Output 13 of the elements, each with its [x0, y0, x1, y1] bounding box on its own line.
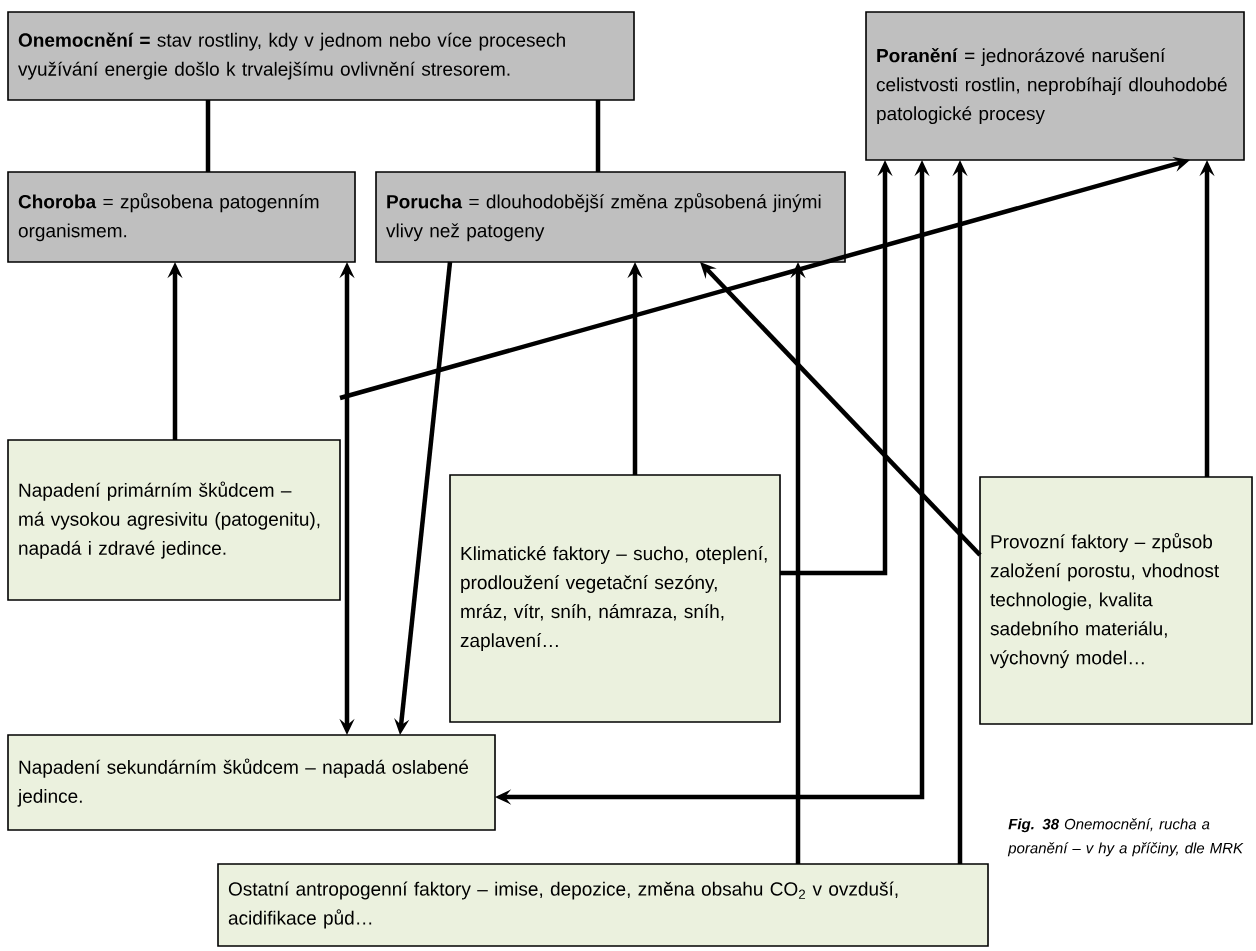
factor-box: Napadení primárním škůdcem – má vysokou agresivitu (patogenitu), napadá i zdravé jedince.	[7, 439, 341, 601]
factor-box: Napadení sekundárním škůdcem – napadá oslabené jedince.	[7, 734, 496, 831]
connector-line	[205, 100, 211, 172]
connector-line	[595, 100, 601, 172]
definition-box: Porucha = dlouhodobější změna způsobená jinými vlivy než patogeny	[375, 171, 846, 263]
factor-box: Klimatické faktory – sucho, oteplení, prodloužení vegetační sezóny, mráz, vítr, sníh, námraza, sníh, zaplavení…	[449, 474, 781, 723]
caption: Fig. 38 Onemocnění, rucha a poranění – v hy a příčiny, dle MRK	[1007, 818, 1244, 857]
factor-box: Provozní faktory – způsob založení porostu, vhodnost technologie, kvalita sadebního materiálu, výchovný model…	[979, 476, 1253, 725]
factor-box: Ostatní antropogenní faktory – imise, depozice, změna obsahu CO$_{2}$ v ovzduší, acidifikace půd…	[217, 863, 989, 947]
definition-box: Poranění = jednorázové narušení celistvosti rostlin, neprobíhají dlouhodobé patologické procesy	[865, 11, 1245, 161]
definition-box: Onemocnění = stav rostliny, kdy v jednom nebo více procesech využívání energie došlo k trvalejšímu ovlivnění stresorem.	[7, 11, 635, 101]
definition-box: Choroba = způsobena patogenním organismem.	[7, 171, 356, 263]
arrow	[700, 262, 982, 557]
